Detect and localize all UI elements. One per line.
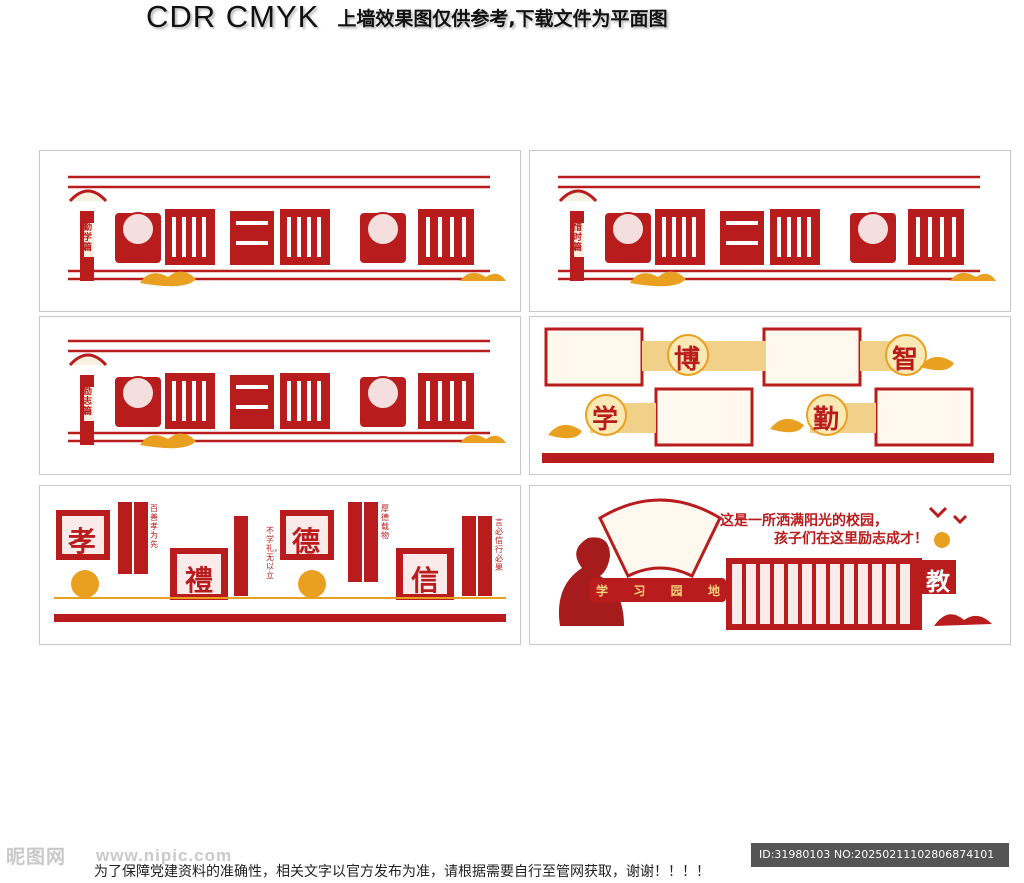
char-zhi: 智 [892,345,919,375]
watermark-url: www.nipic.com [96,846,233,865]
disclaimer-text: 为了保障党建资料的准确性，相关文字以官方发布为准，请根据需要自行至管网获取，谢谢… [94,864,710,880]
side-label: 勤学篇 [83,223,93,253]
char-de: 德 [292,525,321,558]
slogan-line-2: 孩子们在这里励志成才！ [774,531,928,547]
char-xin: 信 [411,564,440,597]
watermark-logo: 昵图网 [6,846,67,868]
slogan-line-1: 这是一所洒满阳光的校园， [720,513,888,529]
panel-5-morals[interactable]: 孝 禮 德 信 百善孝为先 不学礼，无以立 厚德载物 言必信 行必果 [39,485,521,645]
garden-char-1: 学 [596,584,609,598]
garden-wall-graphic [558,498,992,630]
char-li: 禮 [185,564,214,597]
panel-4-virtues[interactable]: 博 智 学 勤 [529,316,1011,475]
format-label: CDR CMYK [146,0,320,34]
virtue-wall-graphic [542,327,994,463]
garden-char-2: 习 [633,584,646,598]
moral-wall-graphic [54,502,506,622]
caption-xiao: 百善孝为先 [150,504,158,549]
caption-li: 不学礼，无以立 [266,526,282,580]
panel-2-time[interactable]: 惜时篇 [529,150,1011,312]
caption-de: 厚德载物 [381,504,389,540]
panel-6-learning-garden[interactable]: 这是一所洒满阳光的校园， 孩子们在这里励志成才！ 学 习 园 地 教 [529,485,1011,645]
corridor-wall-graphic [68,339,506,449]
panel-3-motivation[interactable]: 励志篇 [39,316,521,475]
caption-xin: 言必信 行必果 [495,518,503,572]
garden-char-3: 园 [670,584,683,598]
char-xue: 学 [592,405,619,435]
preview-note: 上墙效果图仅供参考,下载文件为平面图 [337,7,668,30]
corridor-wall-graphic [558,175,996,287]
char-qin: 勤 [813,405,840,435]
garden-title: 学 习 园 地 [596,582,720,599]
char-xiao: 孝 [68,525,97,558]
side-label: 惜时篇 [573,223,583,253]
panel-1-study[interactable]: 勤学篇 [39,150,521,312]
char-bo: 博 [674,345,701,375]
corridor-wall-graphic [68,175,506,287]
garden-char-4: 地 [707,584,720,598]
char-jiao: 教 [926,567,950,596]
image-id-bar: ID:31980103 NO:20250211102806874101 [751,843,1009,867]
side-label: 励志篇 [83,387,93,417]
header: CDR CMYK 上墙效果图仅供参考,下载文件为平面图 [146,0,668,34]
